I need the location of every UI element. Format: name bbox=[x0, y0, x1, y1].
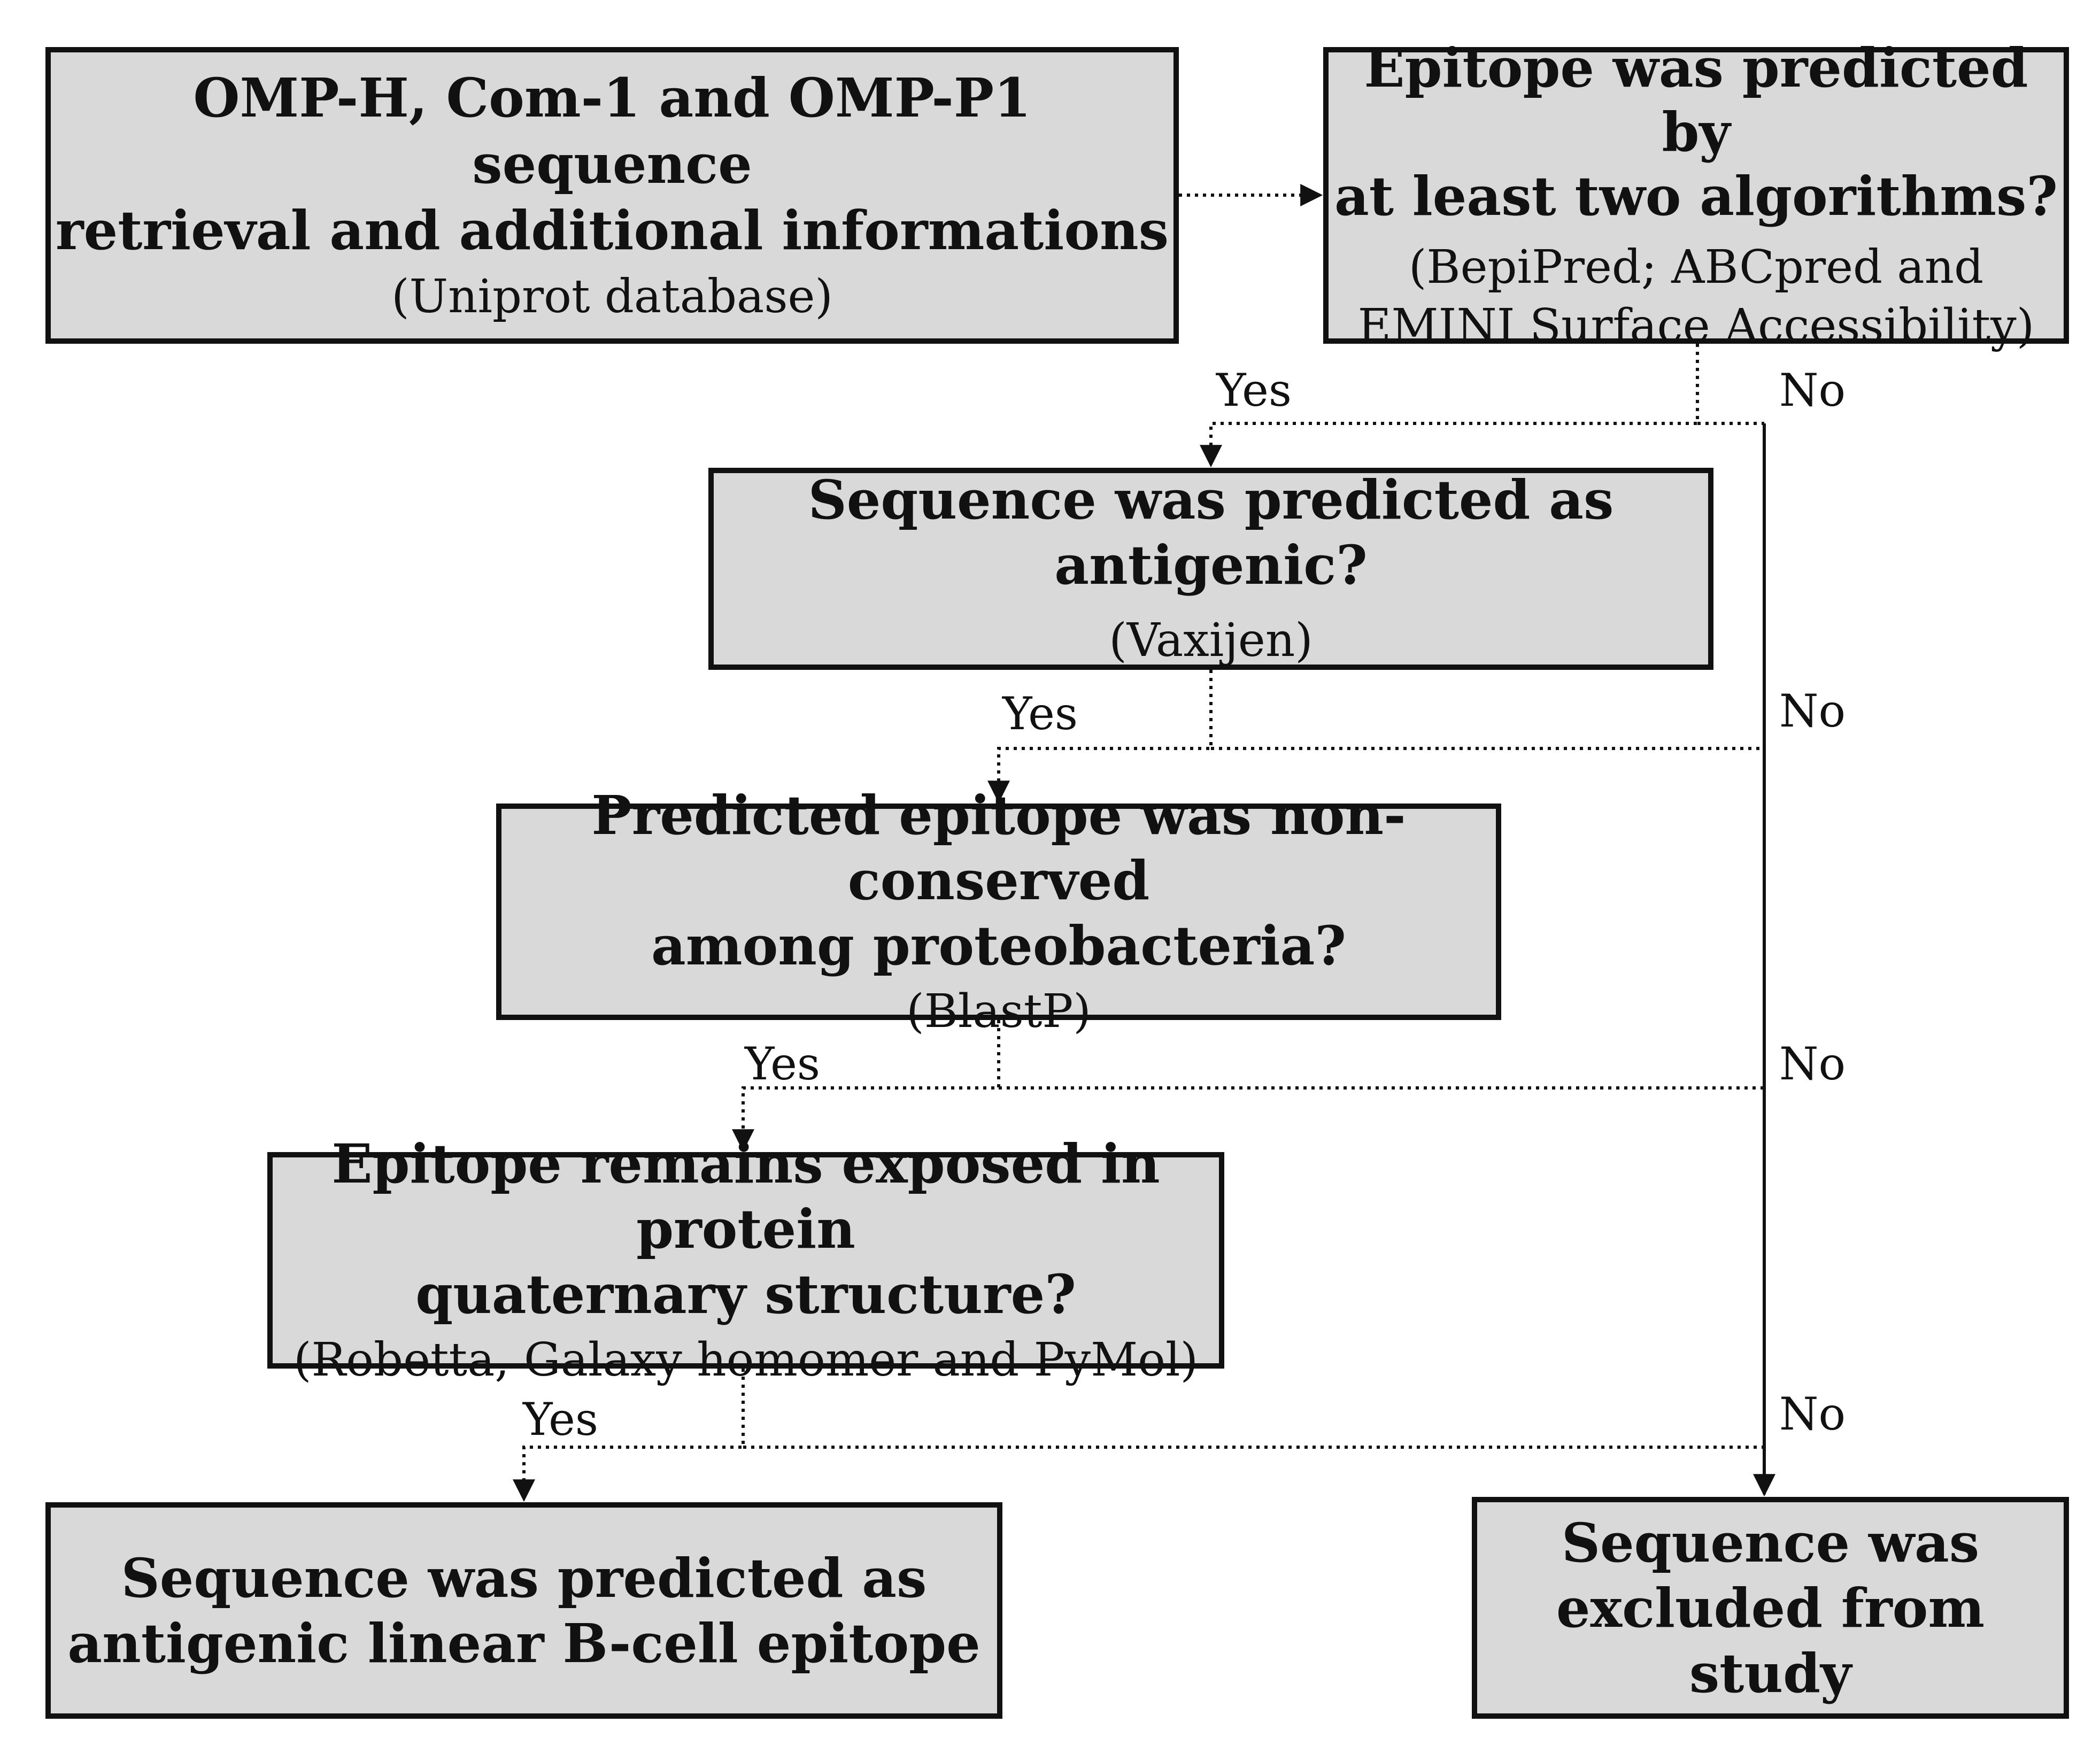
yes-label-antigenic: Yes bbox=[1002, 688, 1078, 740]
retrieval-title-line1: OMP-H, Com-1 and OMP-P1 sequence bbox=[193, 66, 1031, 196]
connector-nonconserved-yes bbox=[732, 1020, 1000, 1152]
antigenic-title: Sequence was predicted as antigenic? bbox=[808, 468, 1614, 597]
connector-exposed-yes bbox=[513, 1369, 745, 1502]
antigenic-tool: (Vaxijen) bbox=[1109, 614, 1313, 667]
yes-label-algorithms: Yes bbox=[1216, 364, 1292, 416]
algorithms-title-line2: at least two algorithms? bbox=[1334, 164, 2058, 228]
antigenic-decision-box: Sequence was predicted as antigenic? (Va… bbox=[708, 468, 1713, 670]
retrieval-title-line2: retrieval and additional informations bbox=[55, 198, 1169, 262]
nonconserved-title-line2: among proteobacteria? bbox=[651, 914, 1347, 977]
no-label-algorithms: No bbox=[1779, 364, 1846, 416]
connector-algorithms-yes bbox=[1200, 344, 1699, 468]
no-label-nonconserved: No bbox=[1779, 1038, 1846, 1090]
result-epitope-box: Sequence was predicted as antigenic line… bbox=[45, 1502, 1002, 1719]
algorithms-title-line1: Epitope was predicted by bbox=[1364, 36, 2028, 164]
result-excluded-box: Sequence was excluded from study bbox=[1472, 1497, 2069, 1719]
sequence-retrieval-box: OMP-H, Com-1 and OMP-P1 sequence retriev… bbox=[45, 47, 1179, 344]
algorithms-decision-box: Epitope was predicted by at least two al… bbox=[1323, 36, 2069, 353]
yes-label-nonconserved: Yes bbox=[745, 1038, 820, 1090]
connector-antigenic-yes bbox=[987, 670, 1213, 804]
no-label-antigenic: No bbox=[1779, 685, 1846, 737]
result-epitope-line1: Sequence was predicted as bbox=[121, 1546, 927, 1610]
exposed-title-line2: quaternary structure? bbox=[415, 1262, 1076, 1326]
result-epitope-line2: antigenic linear B-cell epitope bbox=[67, 1611, 980, 1675]
result-excluded-line1: Sequence was bbox=[1561, 1511, 1980, 1574]
no-label-exposed: No bbox=[1779, 1388, 1846, 1440]
result-excluded-line2: excluded from study bbox=[1556, 1576, 1985, 1705]
yes-label-exposed: Yes bbox=[523, 1393, 598, 1446]
retrieval-source: (Uniprot database) bbox=[391, 269, 833, 323]
nonconserved-decision-box: Predicted epitope was non-conserved amon… bbox=[496, 784, 1501, 1038]
nonconserved-title-line1: Predicted epitope was non-conserved bbox=[591, 783, 1406, 912]
nonconserved-tool: (BlastP) bbox=[906, 984, 1091, 1038]
exposed-tools: (Robetta, Galaxy homomer and PyMol) bbox=[293, 1333, 1199, 1387]
algorithms-tools-line1: (BepiPred; ABCpred and bbox=[1408, 240, 1984, 294]
exposed-title-line1: Epitope remains exposed in protein bbox=[331, 1132, 1160, 1261]
exposed-decision-box: Epitope remains exposed in protein quate… bbox=[267, 1132, 1224, 1387]
algorithms-tools-line2: EMINI Surface Accessibility) bbox=[1357, 299, 2035, 353]
